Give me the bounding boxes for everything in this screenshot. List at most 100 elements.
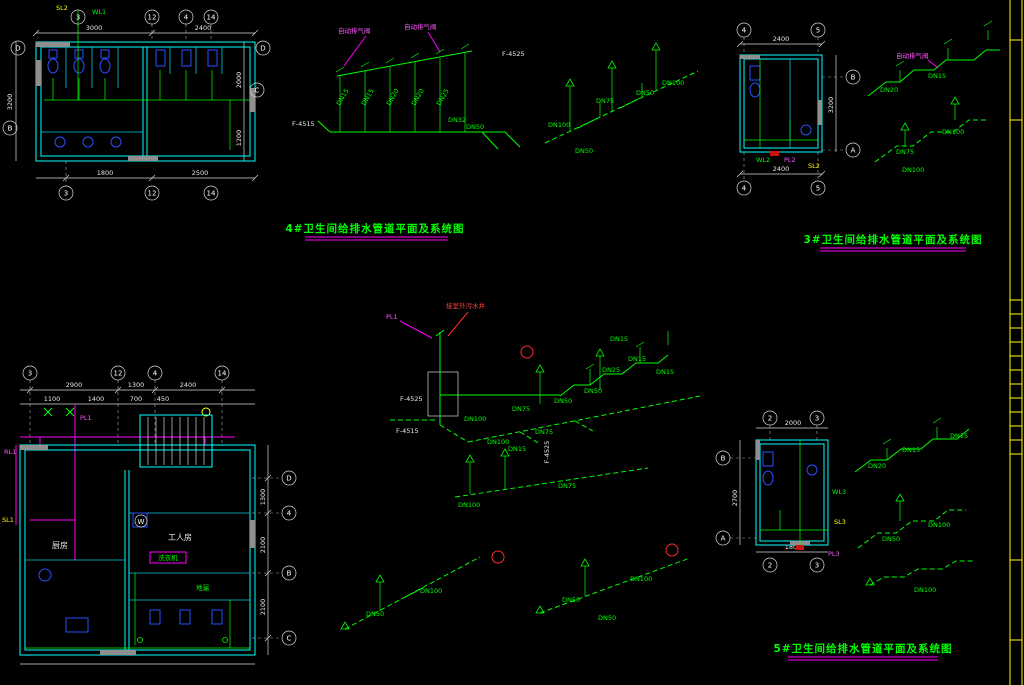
riser-tag: SL2 (808, 162, 820, 170)
grid-bubble: 3 (28, 370, 32, 378)
dim-label: 3200 (827, 97, 835, 114)
pipe-note: 接室外污水井 (446, 301, 486, 310)
isometric-5: DN20 DN15 DN15 DN50 DN100 DN100 (854, 417, 974, 594)
pipe-size-label: DN15 (508, 445, 526, 453)
grid-bubble: 14 (207, 14, 216, 22)
pipe-note: 自动排气阀 (404, 22, 437, 31)
drawing-titles: 4#卫生间给排水管道平面及系统图 3#卫生间给排水管道平面及系统图 5#卫生间给… (285, 222, 982, 661)
pipe-size-label: DN25 (602, 366, 620, 374)
grid-bubble: D (260, 45, 265, 53)
pipe-size-label: DN50 (584, 387, 602, 395)
riser-tag: WL1 (92, 8, 106, 16)
elevation-mark: F-4515 (396, 427, 419, 435)
grid-bubble: C (255, 87, 260, 95)
dim-label: 3000 (86, 24, 103, 32)
riser-tag: SL2 (56, 4, 68, 12)
pipe-size-label: DN15 (656, 368, 674, 376)
grid-bubble: A (851, 147, 856, 155)
dim-label: 2500 (192, 169, 209, 177)
dim-label: 450 (157, 395, 169, 403)
room-label: 厨房 (52, 540, 68, 550)
grid-bubble: B (8, 125, 13, 133)
grid-bubble: D (286, 475, 291, 483)
pipe-size-label: DN50 (366, 610, 384, 618)
dim-label: 2400 (773, 35, 790, 43)
riser-tag: RL1 (4, 448, 16, 456)
grid-bubble: B (721, 455, 726, 463)
grid-bubble: 3 (815, 415, 819, 423)
grid-bubble: 12 (114, 370, 123, 378)
pipe-size-label: DN75 (535, 428, 553, 436)
title-plan4: 4#卫生间给排水管道平面及系统图 (285, 222, 464, 235)
pipe-size-label: DN100 (464, 415, 486, 423)
pipe-size-label: DN50 (562, 596, 580, 604)
pipe-size-label: DN100 (487, 438, 509, 446)
elevation-mark: F-4525 (400, 395, 423, 403)
pipe-size-label: DN100 (458, 501, 480, 509)
dim-label: 1400 (88, 395, 105, 403)
pipe-size-label: DN20 (880, 86, 898, 94)
grid-bubble: 12 (148, 14, 157, 22)
grid-bubble: 5 (816, 185, 820, 193)
pipe-size-label: DN15 (902, 446, 920, 454)
dim-label: 2900 (66, 381, 83, 389)
elevation-mark: F-4515 (292, 120, 315, 128)
grid-bubble: 5 (816, 27, 820, 35)
grid-bubble: 4 (287, 510, 292, 518)
grid-bubble: B (851, 74, 856, 82)
dim-label: 1800 (97, 169, 114, 177)
pipe-size-label: DN100 (662, 79, 684, 87)
pipe-size-label: DN50 (554, 397, 572, 405)
grid-bubble: 4 (184, 14, 189, 22)
dim-label: 1300 (259, 489, 267, 506)
grid-bubble: B (287, 570, 292, 578)
dim-label: 1800 (785, 543, 802, 551)
riser-tag: PL3 (828, 550, 840, 558)
dim-label: 2100 (259, 599, 267, 616)
pipe-size-label: DN100 (902, 166, 924, 174)
low-middle-isometric: DN100 DN75 DN15 (454, 445, 649, 509)
dim-label: 2400 (195, 24, 212, 32)
pipe-size-label: DN50 (598, 614, 616, 622)
dim-label: 2400 (180, 381, 197, 389)
grid-bubble: 4 (153, 370, 158, 378)
room-label: 工人房 (168, 532, 192, 542)
riser-tag: WL3 (832, 488, 846, 496)
riser-tag: SL3 (834, 518, 846, 526)
pipe-size-label: DN100 (630, 575, 652, 583)
plan5-floor-plan: 2 3 2 3 B A 2000 1800 2700 WL3 PL3 SL3 (715, 410, 846, 573)
isometric-3: 自动排气阀 DN20 DN15 DN75 DN100 DN100 (867, 20, 1000, 174)
grid-bubble: C (287, 635, 292, 643)
pipe-size-label: DN100 (914, 586, 936, 594)
drain-isometric-4: DN100 DN75 DN50 DN100 DN50 (544, 42, 699, 155)
riser-tag: WL2 (756, 156, 770, 164)
pipe-size-label: DN50 (466, 123, 484, 131)
grid-bubble: 14 (207, 190, 216, 198)
pipe-size-label: DN50 (636, 89, 654, 97)
pipe-note: 自动排气阀 (338, 26, 371, 35)
pipe-size-label: DN15 (610, 335, 628, 343)
grid-bubble: 2 (768, 562, 772, 570)
dim-label: 700 (130, 395, 142, 403)
dim-label: 3200 (6, 94, 14, 111)
grid-bubble: 3 (64, 190, 68, 198)
title-plan5: 5#卫生间给排水管道平面及系统图 (773, 642, 952, 655)
grid-bubble: 4 (742, 185, 747, 193)
plumbing-fixtures (47, 49, 218, 148)
dim-label: 1300 (128, 381, 145, 389)
plan3-floor-plan: 4 5 4 5 B A 2400 2400 3200 WL2 PL2 SL2 (736, 22, 861, 196)
dim-label: 2700 (731, 490, 739, 507)
bottom-right-isometric: DN50 DN100 DN50 (535, 543, 691, 622)
plan4-floor-plan: 3 12 4 14 3 12 14 D B D C 3000 2400 1800… (2, 4, 271, 201)
pipe-size-label: DN75 (512, 405, 530, 413)
riser-tag: SL1 (2, 516, 14, 524)
dim-label: 2000 (785, 419, 802, 427)
riser-tag: PL1 (386, 313, 398, 321)
grid-bubble: 3 (76, 14, 80, 22)
grid-bubble: 4 (742, 27, 747, 35)
grid-bubble: 14 (218, 370, 227, 378)
dim-label: 2100 (259, 537, 267, 554)
